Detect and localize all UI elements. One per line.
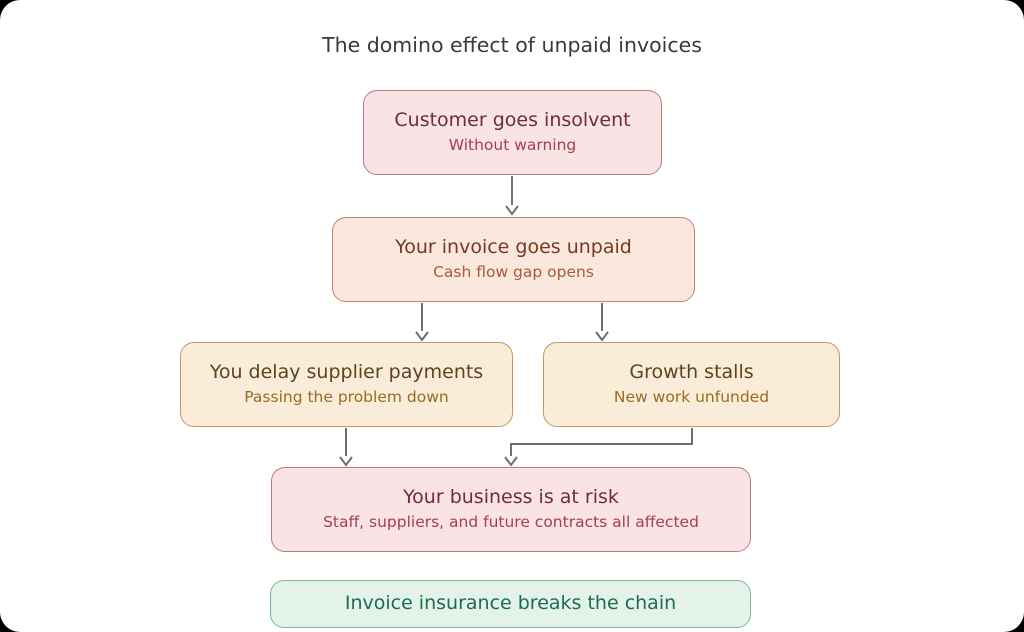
node-title: Your business is at risk	[403, 486, 619, 509]
node-subtitle: New work unfunded	[613, 388, 770, 407]
node-title: Your invoice goes unpaid	[395, 236, 632, 259]
diagram-title: The domino effect of unpaid invoices	[322, 33, 702, 57]
arrow-unpaid-to-growth	[595, 303, 609, 342]
node-delay-supplier-payments: You delay supplier payments Passing the …	[180, 342, 513, 427]
arrow-unpaid-to-delay	[415, 303, 429, 342]
arrow-growth-to-risk	[504, 428, 693, 467]
node-subtitle: Without warning	[448, 136, 577, 155]
arrow-delay-to-risk	[339, 428, 353, 467]
node-title: Customer goes insolvent	[394, 109, 631, 132]
node-title: You delay supplier payments	[209, 361, 484, 384]
node-subtitle: Passing the problem down	[244, 388, 449, 407]
node-title: Invoice insurance breaks the chain	[344, 592, 677, 615]
node-invoice-unpaid: Your invoice goes unpaid Cash flow gap o…	[332, 217, 695, 302]
arrow-insolvent-to-unpaid	[505, 176, 519, 216]
node-subtitle: Cash flow gap opens	[433, 263, 594, 282]
node-subtitle: Staff, suppliers, and future contracts a…	[323, 513, 699, 532]
node-invoice-insurance: Invoice insurance breaks the chain	[270, 580, 751, 628]
node-business-at-risk: Your business is at risk Staff, supplier…	[271, 467, 751, 552]
node-title: Growth stalls	[629, 361, 754, 384]
node-customer-insolvent: Customer goes insolvent Without warning	[363, 90, 662, 175]
node-growth-stalls: Growth stalls New work unfunded	[543, 342, 840, 427]
